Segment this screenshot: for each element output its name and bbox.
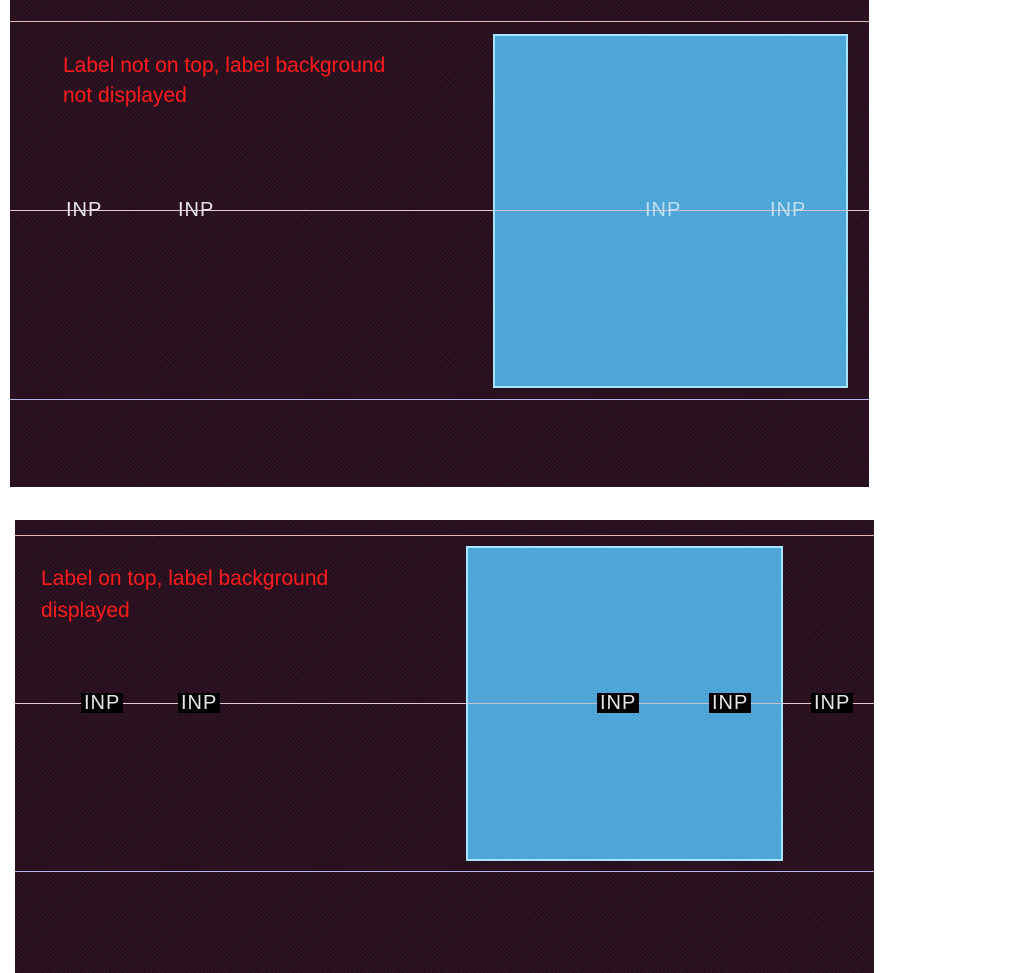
caption-line-2: not displayed xyxy=(63,84,187,107)
caption-line-1: Label not on top, label background xyxy=(63,54,386,77)
caption-line-2: displayed xyxy=(41,599,130,622)
pin-label: INP xyxy=(178,199,215,221)
wire[interactable] xyxy=(15,703,874,704)
pin-label: INP xyxy=(645,199,682,221)
pin-label: INP xyxy=(709,693,752,713)
lower-boundary-line xyxy=(15,871,874,872)
caption-line-1: Label on top, label background xyxy=(41,567,329,590)
wire-over-block xyxy=(495,210,869,211)
pin-label: INP xyxy=(66,199,103,221)
upper-boundary-line xyxy=(15,535,874,536)
pin-label: INP xyxy=(770,199,807,221)
schematic-canvas-bottom[interactable]: Label on top, label background displayed… xyxy=(15,520,874,973)
pin-label: INP xyxy=(597,693,640,713)
pin-label: INP xyxy=(811,693,854,713)
pin-label: INP xyxy=(81,693,124,713)
component-block[interactable] xyxy=(493,34,848,388)
pin-label: INP xyxy=(178,693,221,713)
lower-boundary-line xyxy=(10,399,869,400)
schematic-canvas-top[interactable]: Label not on top, label background not d… xyxy=(10,0,869,487)
upper-boundary-line xyxy=(10,21,869,22)
wire[interactable] xyxy=(10,210,869,211)
